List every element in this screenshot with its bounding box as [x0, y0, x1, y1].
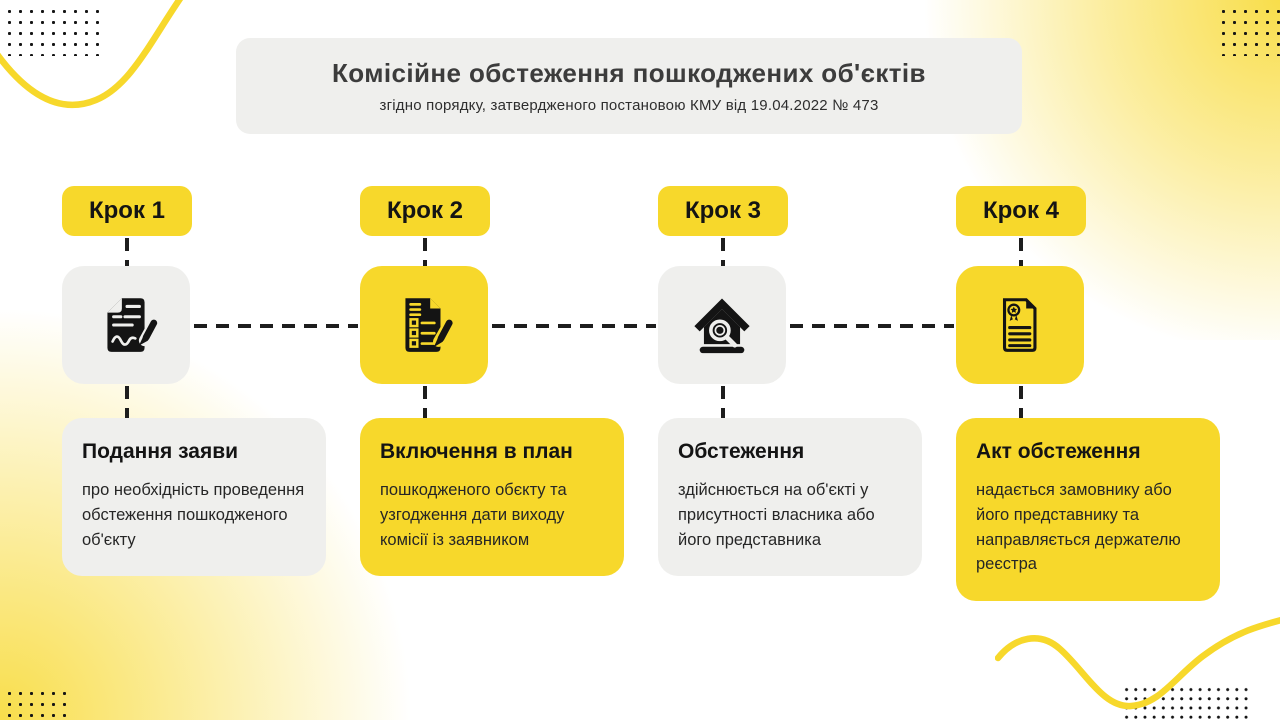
step-1-badge-label: Крок 1	[89, 197, 165, 224]
dot-grid-top-left	[4, 6, 105, 56]
step-1-icon-box	[62, 266, 190, 384]
step-3-icon-box	[658, 266, 786, 384]
step-3-badge-label: Крок 3	[685, 197, 761, 224]
step-1-title: Подання заяви	[82, 440, 239, 463]
page-subtitle: згідно порядку, затвердженого постановою…	[379, 97, 879, 114]
step-2-badge-label: Крок 2	[387, 197, 463, 224]
step-1-card: Подання заяви про необхідність проведенн…	[62, 418, 326, 577]
step-1-description: про необхідність проведення обстеження п…	[82, 481, 305, 549]
page-title: Комісійне обстеження пошкоджених об'єкті…	[332, 58, 926, 88]
step-1-badge: Крок 1	[62, 186, 192, 236]
step-column-3: Крок 3 Обстеження здійснюється на об'єкт…	[658, 186, 924, 577]
step-4-badge-label: Крок 4	[983, 197, 1059, 224]
step-4-badge: Крок 4	[956, 186, 1086, 236]
step-3-card: Обстеження здійснюється на об'єкті у при…	[658, 418, 922, 577]
step-column-2: Крок 2 Включення в план	[360, 186, 626, 577]
certificate-document-icon	[1002, 298, 1037, 352]
step-2-badge: Крок 2	[360, 186, 490, 236]
house-magnifier-icon	[694, 298, 750, 354]
step-4-title: Акт обстеження	[976, 440, 1141, 463]
step-2-title: Включення в план	[380, 440, 573, 463]
dot-grid-top-right	[1218, 6, 1280, 56]
signed-document-pen-icon	[107, 298, 159, 352]
step-column-4: Крок 4 Акт обстеження надається замовн	[956, 186, 1222, 601]
step-3-description: здійснюється на об'єкті у присутності вл…	[678, 481, 875, 549]
yellow-curve-top-left	[0, 0, 184, 109]
step-4-description: надається замовнику або його представник…	[976, 481, 1181, 574]
dot-grid-bottom-left	[4, 688, 66, 718]
step-3-badge: Крок 3	[658, 186, 788, 236]
step-2-card: Включення в план пошкодженого обєкту та …	[360, 418, 624, 577]
step-2-icon-box	[360, 266, 488, 384]
step-2-description: пошкодженого обєкту та узгодження дати в…	[380, 481, 567, 549]
checklist-pencil-icon	[405, 298, 457, 352]
step-4-card: Акт обстеження надається замовнику або й…	[956, 418, 1220, 601]
header-card: Комісійне обстеження пошкоджених об'єкті…	[236, 38, 1022, 134]
step-3-title: Обстеження	[678, 440, 805, 463]
step-column-1: Крок 1 Подання заяви про необхідність пр…	[62, 186, 328, 577]
step-4-icon-box	[956, 266, 1084, 384]
yellow-curve-bottom-right	[995, 616, 1280, 710]
